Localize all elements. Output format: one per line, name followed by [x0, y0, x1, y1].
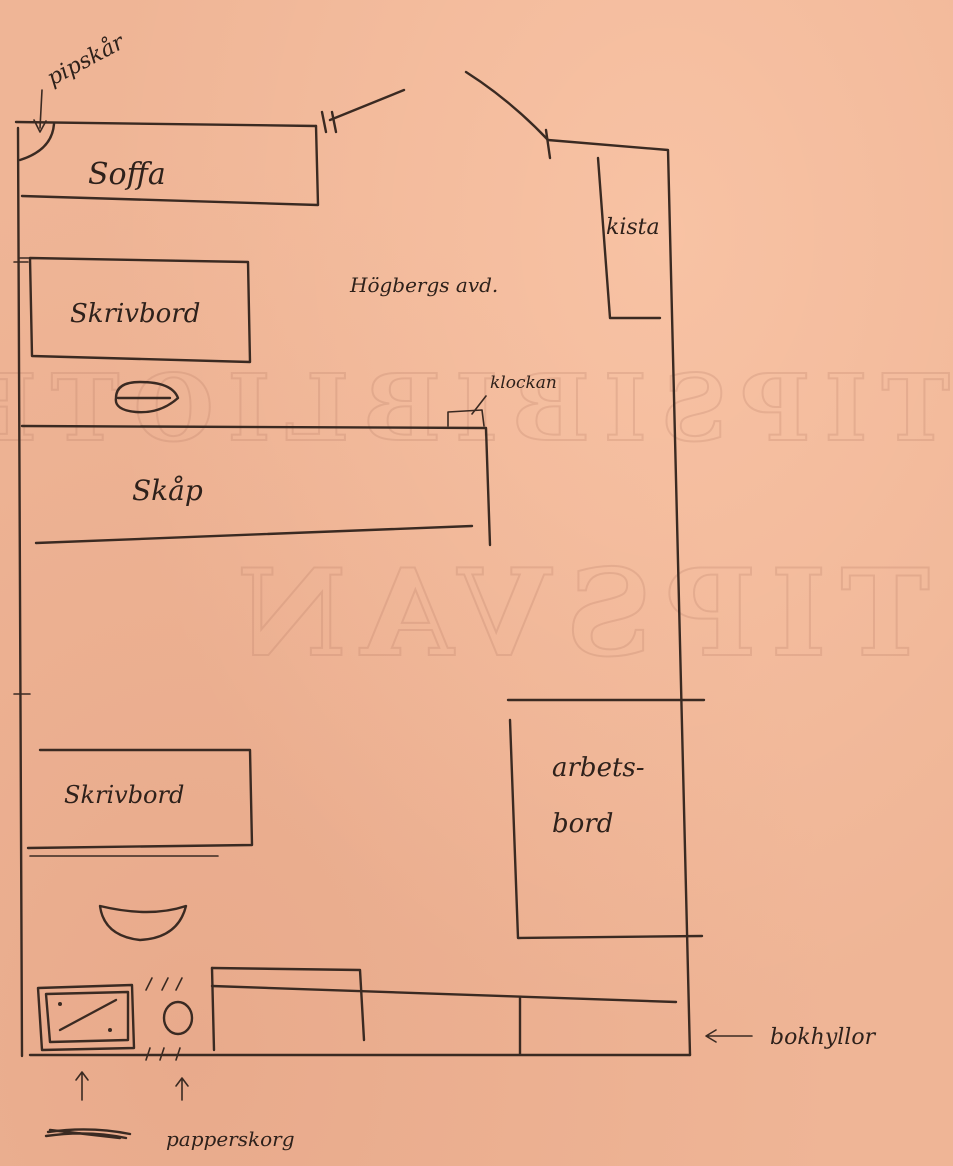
bookshelves-label: bokhyllor	[770, 1025, 877, 1050]
sofa-outline	[20, 124, 320, 207]
paper-basket-circle	[162, 1000, 194, 1036]
desk-upper-label: Skrivbord	[70, 299, 200, 329]
door-hinge-mark	[544, 128, 552, 160]
stove	[36, 983, 136, 1140]
chest-label: kista	[606, 215, 660, 240]
cabinet-outline	[20, 424, 492, 547]
chest-outline	[596, 156, 662, 320]
desk-lower-label: Skrivbord	[64, 781, 184, 809]
desk-lower-outline	[26, 748, 254, 850]
desk-upper-outline	[28, 256, 252, 364]
door-swing	[464, 70, 550, 142]
bookshelf-line	[210, 984, 678, 1004]
paper-basket: papperskorg	[145, 977, 295, 1151]
stove-outline	[36, 983, 136, 1052]
pipe-rack-arrow	[39, 89, 43, 129]
desk-upper: Skrivbord	[19, 256, 252, 364]
left-wall	[16, 126, 24, 1058]
cabinet-front	[34, 524, 474, 545]
clock-label: klockan	[490, 373, 557, 393]
work-desk-outline	[506, 698, 706, 940]
sofa: Soffa	[20, 124, 320, 207]
work-desk-label-1: arbets-	[552, 753, 645, 783]
desk-lower: Skrivbord	[26, 748, 254, 857]
top-wall-left	[14, 120, 318, 128]
watermark-line-2: TIPSVAN	[223, 543, 930, 684]
work-desk-label-2: bord	[552, 809, 613, 839]
door-jamb-marks	[320, 110, 338, 134]
wall-ticks	[13, 261, 31, 695]
bookshelves-annotation: bokhyllor	[705, 1025, 877, 1050]
room-title: Högbergs avd.	[349, 273, 498, 297]
cabinet: Skåp	[20, 424, 492, 547]
chair-lower	[98, 904, 188, 942]
bookshelves	[210, 966, 678, 1056]
pipe-rack: pipskår	[18, 28, 130, 162]
right-wall	[546, 138, 692, 1057]
pipe-rack-label: pipskår	[42, 28, 130, 92]
clock-arrow	[471, 395, 487, 415]
cabinet-label: Skåp	[132, 474, 203, 507]
door	[320, 70, 552, 160]
sofa-label: Soffa	[88, 157, 166, 192]
watermark-line-1: TIPSIBIBLIOTEK	[0, 354, 950, 462]
paper-basket-label: papperskorg	[166, 1127, 295, 1151]
chest: kista	[596, 156, 662, 320]
door-leaf-left	[328, 88, 406, 122]
clock: klockan	[447, 373, 557, 427]
background-watermark: TIPSIBIBLIOTEK TIPSVAN	[0, 353, 951, 685]
room-walls	[14, 120, 692, 1058]
work-desk: arbets- bord	[506, 698, 706, 940]
clock-shape	[447, 409, 485, 427]
chair-upper	[114, 380, 180, 414]
stove-arrow	[75, 1071, 89, 1101]
pipe-rack-arc	[18, 122, 56, 162]
stove-diagonal	[58, 998, 118, 1032]
bookshelf-section-a	[210, 966, 366, 1042]
bookshelves-arrow	[705, 1029, 753, 1043]
paper-basket-arrow	[175, 1077, 189, 1101]
